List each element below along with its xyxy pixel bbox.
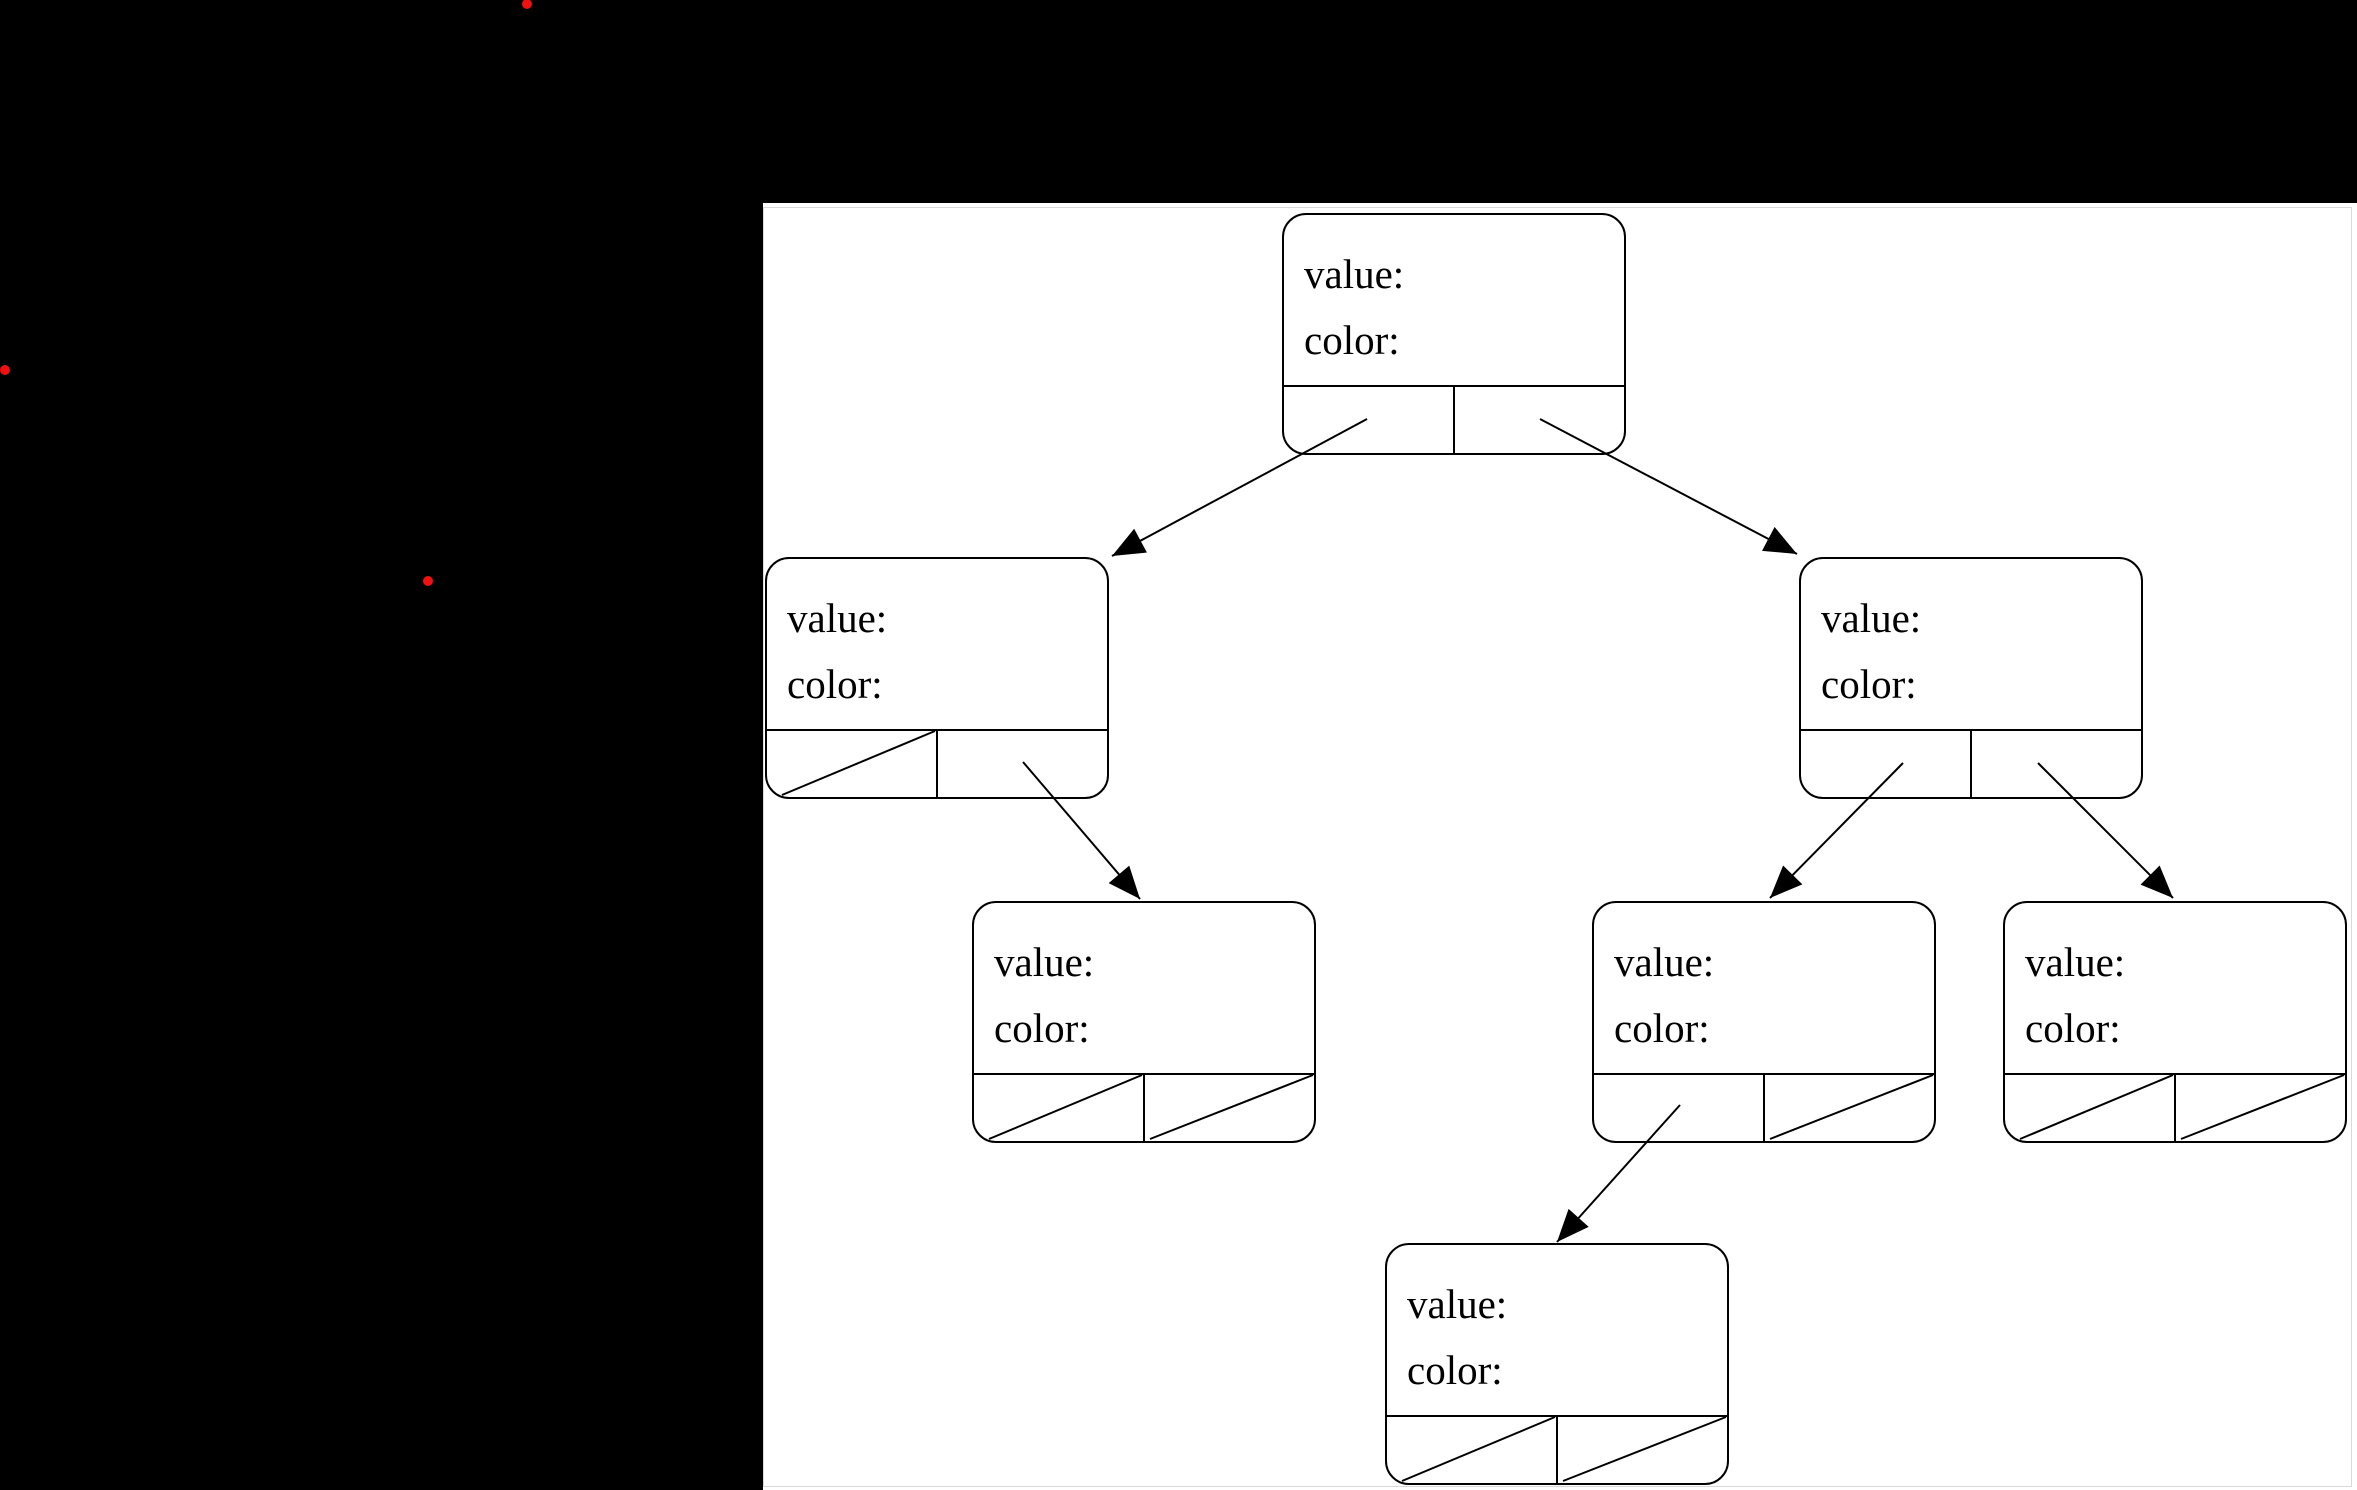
left-pointer-cell-child[interactable] bbox=[1284, 387, 1455, 453]
value-label: value: bbox=[1614, 939, 1715, 985]
pointer-row bbox=[1387, 1415, 1727, 1483]
node-fields: value: color: bbox=[1594, 903, 1934, 1073]
left-pointer-cell-child[interactable] bbox=[1801, 731, 1972, 797]
pointer-row bbox=[1801, 729, 2141, 797]
left-pointer-cell-null[interactable] bbox=[974, 1075, 1145, 1141]
value-label: value: bbox=[2025, 939, 2126, 985]
color-label: color: bbox=[994, 1005, 1090, 1051]
tree-node-root[interactable]: value: color: bbox=[1282, 213, 1626, 455]
node-fields: value: color: bbox=[1387, 1245, 1727, 1415]
color-label: color: bbox=[787, 661, 883, 707]
node-fields: value: color: bbox=[1284, 215, 1624, 385]
red-marker-dot-3 bbox=[423, 576, 433, 586]
pointer-row bbox=[974, 1073, 1314, 1141]
value-label: value: bbox=[787, 595, 888, 641]
color-label: color: bbox=[1821, 661, 1917, 707]
tree-node-left[interactable]: value: color: bbox=[765, 557, 1109, 799]
left-pointer-cell-null[interactable] bbox=[1387, 1417, 1558, 1483]
right-pointer-cell-null[interactable] bbox=[1558, 1417, 1727, 1483]
tree-node-right-right-child[interactable]: value: color: bbox=[2003, 901, 2347, 1143]
red-marker-dot-2 bbox=[0, 365, 10, 375]
node-fields: value: color: bbox=[2005, 903, 2345, 1073]
tree-node-right[interactable]: value: color: bbox=[1799, 557, 2143, 799]
tree-node-left-right-child[interactable]: value: color: bbox=[972, 901, 1316, 1143]
pointer-row bbox=[1284, 385, 1624, 453]
color-label: color: bbox=[1304, 317, 1400, 363]
left-pointer-cell-null[interactable] bbox=[2005, 1075, 2176, 1141]
color-label: color: bbox=[1614, 1005, 1710, 1051]
right-pointer-cell-child[interactable] bbox=[1455, 387, 1624, 453]
left-pointer-cell-child[interactable] bbox=[1594, 1075, 1765, 1141]
pointer-row bbox=[767, 729, 1107, 797]
pointer-row bbox=[1594, 1073, 1934, 1141]
right-pointer-cell-null[interactable] bbox=[1765, 1075, 1934, 1141]
node-fields: value: color: bbox=[974, 903, 1314, 1073]
node-fields: value: color: bbox=[767, 559, 1107, 729]
color-label: color: bbox=[2025, 1005, 2121, 1051]
value-label: value: bbox=[1304, 251, 1405, 297]
right-pointer-cell-child[interactable] bbox=[938, 731, 1107, 797]
right-pointer-cell-null[interactable] bbox=[2176, 1075, 2345, 1141]
value-label: value: bbox=[1821, 595, 1922, 641]
pointer-row bbox=[2005, 1073, 2345, 1141]
left-pointer-cell-null[interactable] bbox=[767, 731, 938, 797]
value-label: value: bbox=[1407, 1281, 1508, 1327]
red-marker-dot-1 bbox=[522, 0, 532, 9]
node-fields: value: color: bbox=[1801, 559, 2141, 729]
color-label: color: bbox=[1407, 1347, 1503, 1393]
tree-node-right-left-left-child[interactable]: value: color: bbox=[1385, 1243, 1729, 1485]
value-label: value: bbox=[994, 939, 1095, 985]
right-pointer-cell-null[interactable] bbox=[1145, 1075, 1314, 1141]
tree-node-right-left-child[interactable]: value: color: bbox=[1592, 901, 1936, 1143]
right-pointer-cell-child[interactable] bbox=[1972, 731, 2141, 797]
